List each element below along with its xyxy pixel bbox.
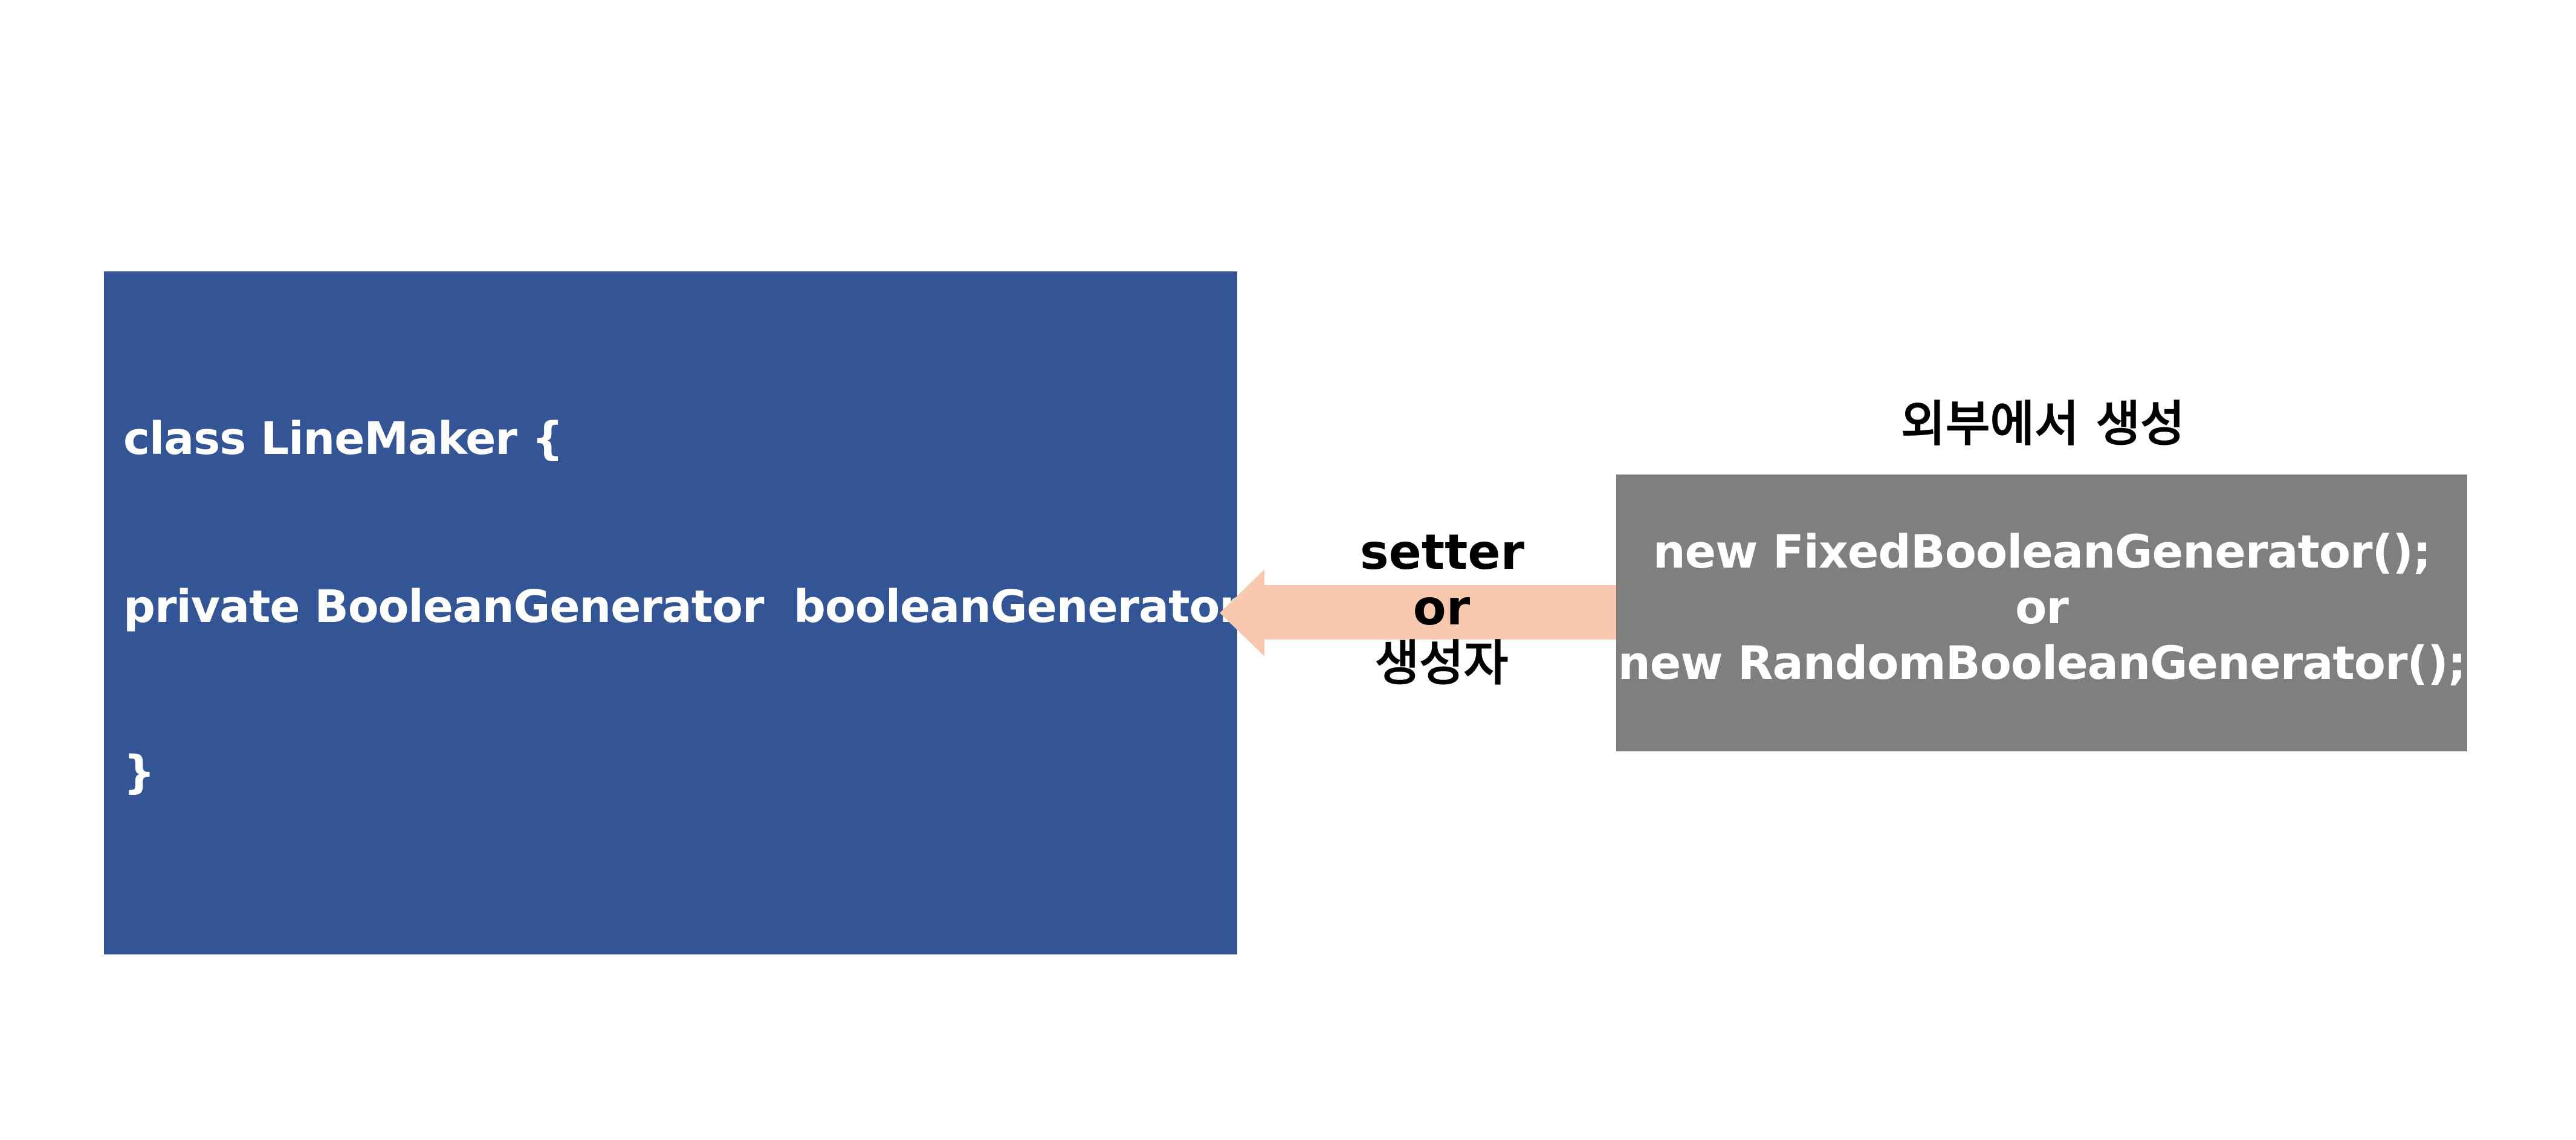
arrow-label-or: or <box>1413 580 1471 636</box>
arrow-label-constructor: 생성자 <box>1374 635 1509 691</box>
field-declaration-line: private BooleanGenerator booleanGenerato… <box>123 581 1258 633</box>
generator-or-line: or <box>2015 580 2069 634</box>
random-generator-line: new RandomBooleanGenerator(); <box>1617 636 2467 690</box>
class-closing-brace-line: } <box>123 747 155 798</box>
line-maker-class-box: class LineMaker { private BooleanGenerat… <box>104 271 1258 954</box>
external-creation-title: 외부에서 생성 <box>1901 396 2185 452</box>
fixed-generator-line: new FixedBooleanGenerator(); <box>1652 525 2432 578</box>
generator-instances-box: new FixedBooleanGenerator(); or new Rand… <box>1616 474 2467 751</box>
arrow-label-setter: setter <box>1360 524 1525 580</box>
class-declaration-line: class LineMaker { <box>123 413 563 465</box>
